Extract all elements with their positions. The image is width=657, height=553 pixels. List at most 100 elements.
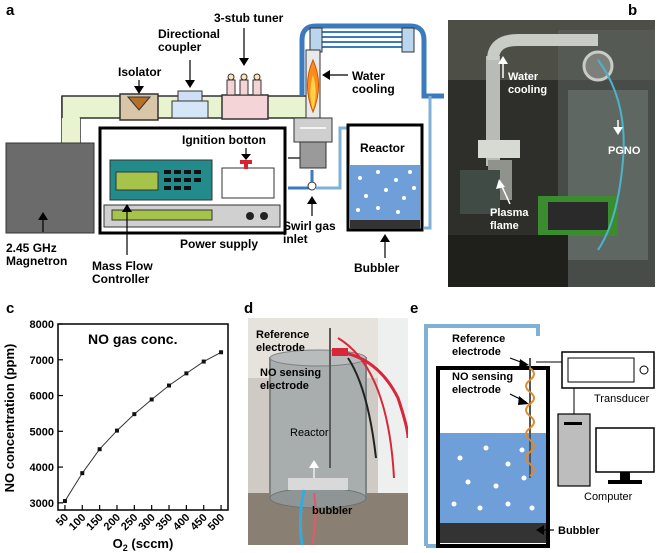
label-no-sensing-d-text-line-2: electrode <box>260 380 309 392</box>
data-point <box>201 359 206 364</box>
label-plasma-flame-text-line-2: flame <box>490 220 519 232</box>
computer-monitor <box>595 427 655 473</box>
x-axis-label-unit: (sccm) <box>128 536 174 551</box>
panel-c-chart: NO gas conc. 3000 4000 5000 6000 7000 8000 50… <box>2 319 229 553</box>
label-directional-coupler-l1-line-2: coupler <box>158 40 202 54</box>
panel-label-b: b <box>628 2 638 19</box>
y-tick-label: 6000 <box>30 391 54 403</box>
label-water-cooling-a-text-line-2: cooling <box>352 82 395 96</box>
data-point <box>62 499 67 504</box>
x-axis-label-sub: 2 <box>123 543 128 553</box>
data-point <box>149 397 154 402</box>
label-no-sensing-d-text-line-1: NO sensing <box>260 367 321 379</box>
data-point <box>167 383 172 388</box>
y-tick-label: 4000 <box>30 462 54 474</box>
data-point <box>114 428 119 433</box>
label-reactor-a: Reactor <box>360 141 405 155</box>
label-magnetron-text-line-2: Magnetron <box>6 254 67 268</box>
directional-coupler <box>177 90 203 102</box>
computer-tower <box>557 413 591 487</box>
label-isolator: Isolator <box>118 65 162 79</box>
x-tick-label: 500 <box>206 512 227 533</box>
label-no-sensing-e-text-line-2: electrode <box>452 384 501 396</box>
label-directional-coupler-l1-line-1: Directional <box>158 27 220 41</box>
label-reference-d-text-line-2: electrode <box>256 342 305 354</box>
label-stub-tuner: 3-stub tuner <box>214 11 284 25</box>
sensing-electrode-coil <box>525 367 535 477</box>
bubbler-a <box>350 220 420 229</box>
y-tick-label: 5000 <box>30 426 54 438</box>
label-reference-d-text-line-1: Reference <box>256 329 309 341</box>
label-water-cooling-b-text-line-1: Water <box>508 71 539 83</box>
label-swirl-gas-text-line-2: inlet <box>283 232 308 246</box>
y-tick-label: 3000 <box>30 498 54 510</box>
x-axis-label-main: O <box>113 536 123 551</box>
plot-frame <box>57 323 229 511</box>
label-water-cooling-b-text-line-2: cooling <box>508 84 547 96</box>
label-plasma-flame-text-line-1: Plasma <box>490 207 529 219</box>
label-mass-flow-text-line-2: Controller <box>92 272 150 286</box>
data-point <box>80 471 85 476</box>
label-reactor-d: Reactor <box>290 427 329 439</box>
ignition-box <box>221 167 275 199</box>
y-axis-label: NO concentration (ppm) <box>2 344 17 493</box>
label-swirl-gas-text-line-1: Swirl gas <box>283 219 336 233</box>
y-tick-label: 7000 <box>30 355 54 367</box>
label-mass-flow-text-line-1: Mass Flow <box>92 259 153 273</box>
label-bubbler-d: bubbler <box>312 505 353 517</box>
data-series <box>62 350 224 504</box>
reactor-cylinder <box>269 357 367 499</box>
data-point <box>184 371 189 376</box>
label-reference-e-text-line-1: Reference <box>452 333 505 345</box>
y-axis-ticks: 3000 4000 5000 6000 7000 8000 <box>30 319 63 510</box>
chart-title: NO gas conc. <box>88 331 177 347</box>
y-tick-label: 8000 <box>30 319 54 331</box>
label-ignition: Ignition botton <box>182 133 266 147</box>
label-bubbler-a: Bubbler <box>354 261 400 275</box>
label-bubbler-e: Bubbler <box>558 525 600 537</box>
data-point <box>219 350 224 355</box>
label-pgno: PGNO <box>608 145 641 157</box>
water-cooling-coil <box>299 23 444 99</box>
series-line <box>64 351 222 502</box>
label-power-supply: Power supply <box>180 237 258 251</box>
panel-label-c: c <box>6 300 15 317</box>
bubbler-e <box>440 523 546 543</box>
label-water-cooling-a-text-line-1: Water <box>352 69 385 83</box>
label-no-sensing-e-text-line-1: NO sensing <box>452 371 513 383</box>
label-magnetron-text-line-1: 2.45 GHz <box>6 241 57 255</box>
data-point <box>132 412 137 417</box>
panel-label-a: a <box>6 2 15 19</box>
magnetron <box>5 142 95 234</box>
panel-label-e: e <box>410 300 419 317</box>
stub-tuner <box>221 94 269 120</box>
label-reference-e-text-line-2: electrode <box>452 346 501 358</box>
panel-label-d: d <box>244 300 254 317</box>
x-axis-label: O2 (sccm) <box>113 536 174 553</box>
